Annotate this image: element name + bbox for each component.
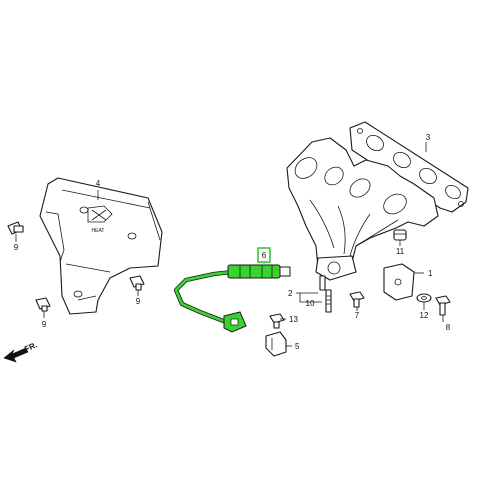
callout-6: 6 xyxy=(262,251,267,260)
nut-11[interactable] xyxy=(393,229,407,241)
exhaust-manifold[interactable] xyxy=(286,137,439,281)
callout-13: 13 xyxy=(289,315,298,324)
bolt-9-upper[interactable] xyxy=(7,221,24,235)
bolt-8[interactable] xyxy=(435,295,451,316)
manifold-bracket-plate[interactable] xyxy=(383,263,415,301)
callout-11: 11 xyxy=(396,247,405,256)
leader-lines xyxy=(15,142,444,347)
front-label: FR. xyxy=(23,340,38,353)
callout-2: 2 xyxy=(288,289,293,298)
front-direction-marker: FR. xyxy=(3,340,39,363)
callout-4: 4 xyxy=(96,179,101,188)
bracket-5[interactable] xyxy=(265,331,287,357)
bolt-9-middle[interactable] xyxy=(129,275,145,291)
callout-6-highlight: 6 xyxy=(257,247,271,263)
callout-5: 5 xyxy=(295,342,300,351)
bolt-9-lower[interactable] xyxy=(35,297,51,312)
heat-shield-emblem: HEAT xyxy=(87,205,113,234)
heat-shield[interactable]: HEAT xyxy=(39,177,163,315)
stud-bolt-2[interactable] xyxy=(319,275,326,291)
callout-10: 10 xyxy=(306,299,315,308)
bolt-7[interactable] xyxy=(349,291,365,308)
callout-1: 1 xyxy=(428,269,433,278)
callout-8: 8 xyxy=(446,323,451,332)
svg-text:HEAT: HEAT xyxy=(92,228,105,234)
callout-9-middle: 9 xyxy=(136,297,141,306)
washer-12[interactable] xyxy=(416,293,432,303)
callout-3: 3 xyxy=(426,133,431,142)
stud-10[interactable] xyxy=(325,289,332,313)
callout-9-lower: 9 xyxy=(42,320,47,329)
bolt-13[interactable] xyxy=(269,313,285,329)
front-arrow-icon xyxy=(3,347,29,363)
callout-labels: 3 4 11 1 2 10 7 12 8 9 9 9 13 5 xyxy=(14,133,451,351)
callout-12: 12 xyxy=(420,311,429,320)
oxygen-sensor[interactable] xyxy=(173,264,291,333)
callout-7: 7 xyxy=(355,311,360,320)
callout-9-upper: 9 xyxy=(14,243,19,252)
